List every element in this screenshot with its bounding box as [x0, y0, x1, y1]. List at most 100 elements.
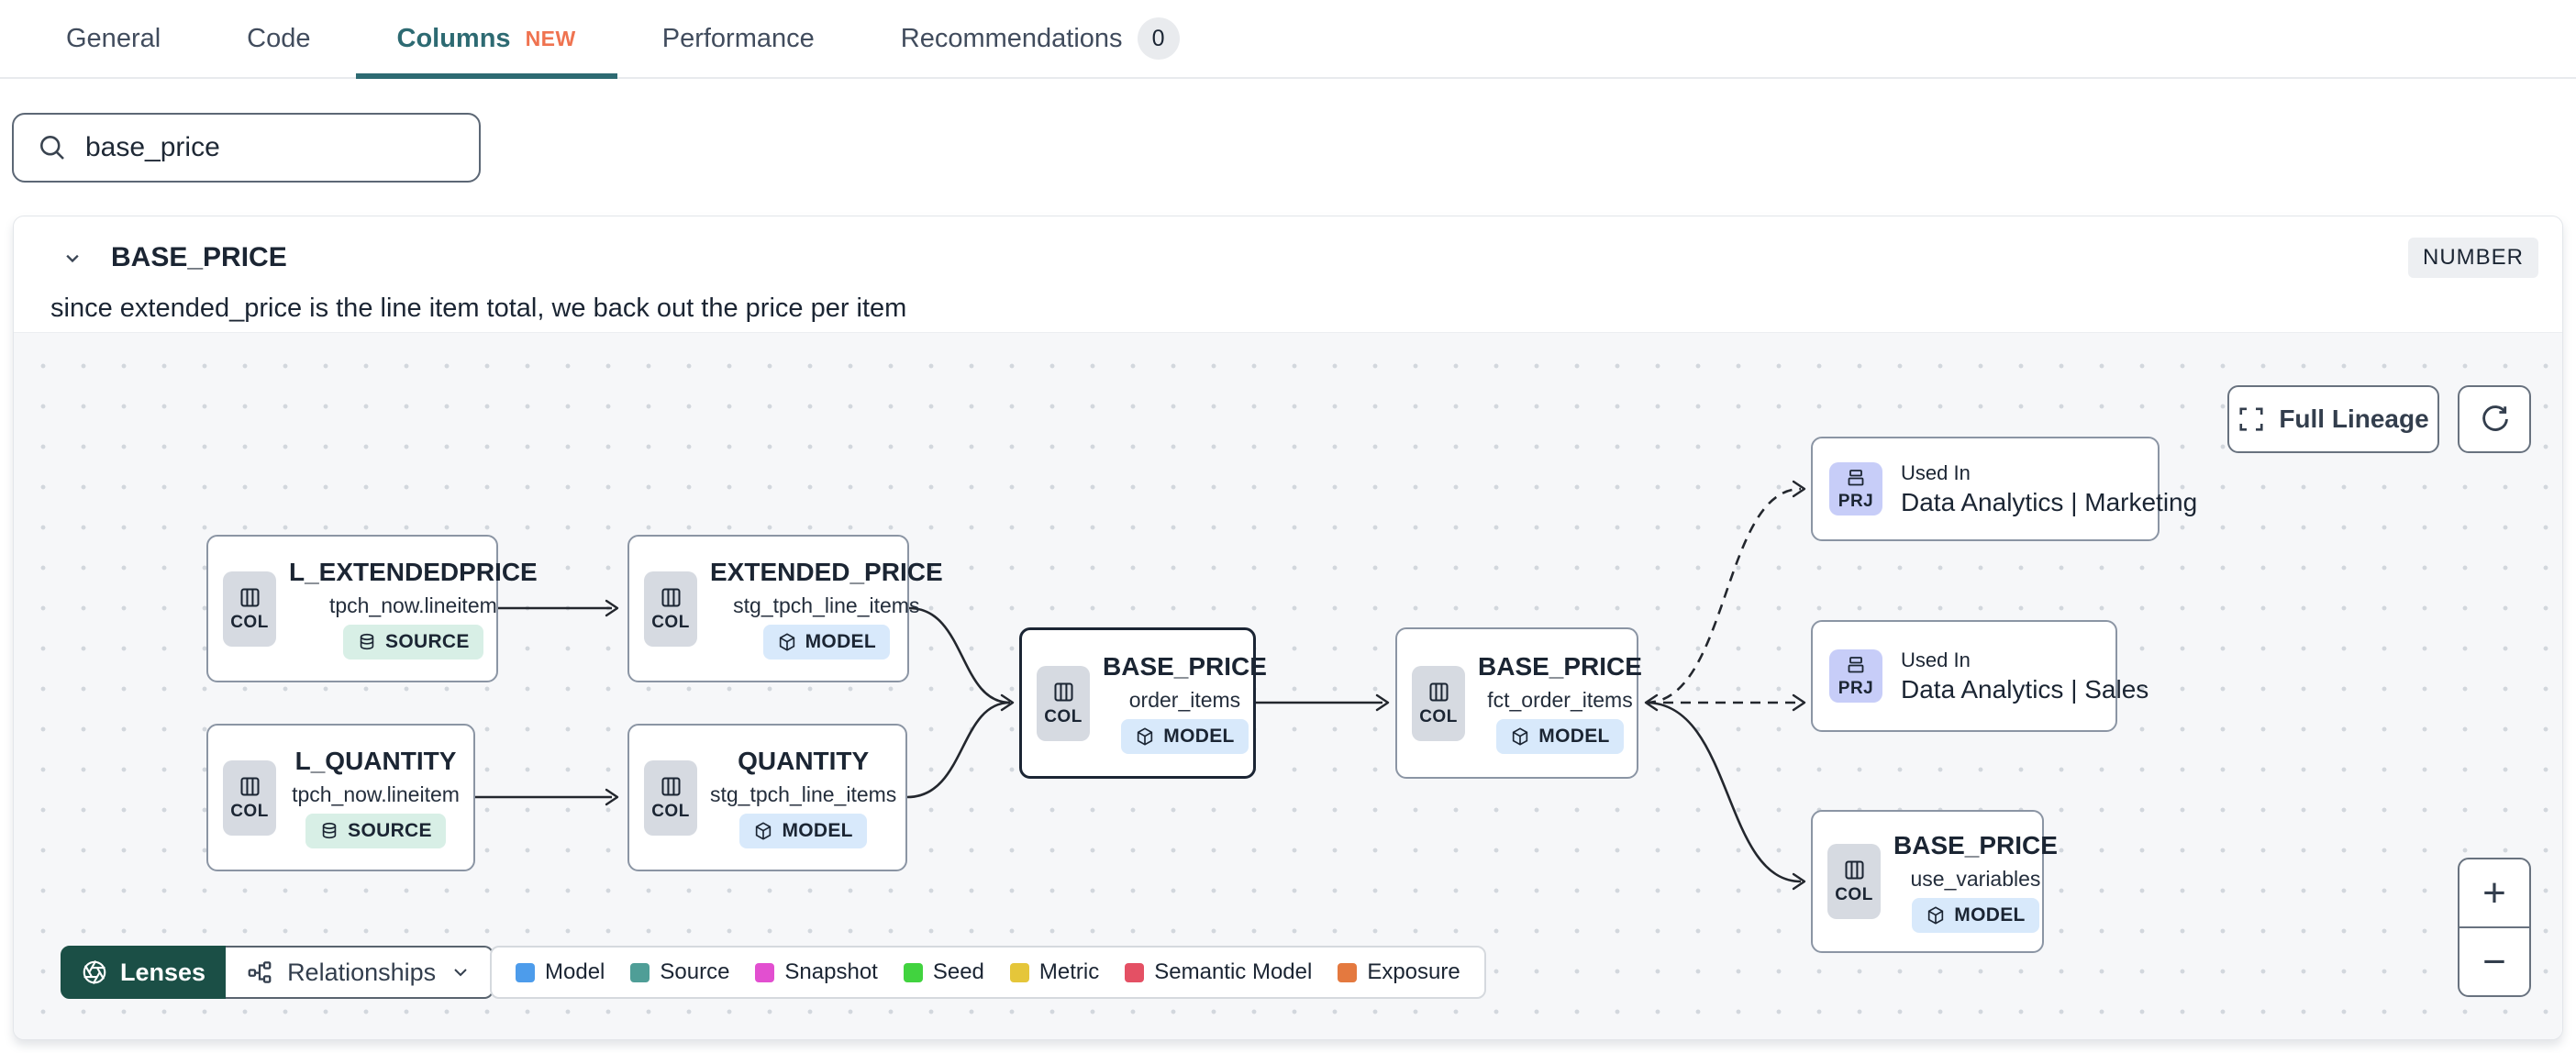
kind-label: COL [651, 801, 690, 821]
node-title: BASE_PRICE [1103, 652, 1267, 681]
column-description: since extended_price is the line item to… [50, 294, 907, 323]
tab-bar: General Code Columns NEW Performance Rec… [0, 0, 2576, 79]
badge-label: MODEL [1538, 726, 1610, 747]
lineage-canvas[interactable] [14, 332, 2562, 1039]
legend-item-source: Source [630, 959, 729, 985]
refresh-button[interactable] [2458, 385, 2531, 453]
node-subtitle: use_variables [1910, 866, 2041, 891]
kind-label: COL [1044, 706, 1083, 726]
resource-badge: MODEL [1121, 719, 1249, 754]
recommendations-count-badge: 0 [1137, 17, 1180, 60]
relationships-dropdown[interactable]: Relationships [226, 946, 494, 999]
node-subtitle: stg_tpch_line_items [710, 782, 897, 806]
tab-recommendations[interactable]: Recommendations 0 [860, 0, 1221, 77]
project-kind-box: PRJ [1829, 462, 1882, 515]
columns-icon [1844, 860, 1864, 880]
lenses-button[interactable]: Lenses [61, 946, 227, 999]
project-kind-box: PRJ [1829, 649, 1882, 703]
node-subtitle: tpch_now.lineitem [292, 782, 460, 806]
resource-legend: Model Source Snapshot Seed Metric Semant… [490, 946, 1486, 999]
column-kind-box: COL [1037, 665, 1090, 741]
tab-label: Performance [661, 23, 815, 53]
legend-item-snapshot: Snapshot [755, 959, 878, 985]
legend-item-semantic-model: Semantic Model [1125, 959, 1312, 985]
legend-label: Semantic Model [1154, 959, 1313, 984]
node-subtitle: stg_tpch_line_items [733, 593, 920, 617]
lenses-toolbar: Lenses Relationships [61, 946, 494, 999]
kind-label: PRJ [1838, 491, 1874, 511]
full-lineage-button[interactable]: Full Lineage [2227, 385, 2439, 453]
legend-label: Source [660, 959, 730, 984]
relationships-label: Relationships [287, 958, 437, 986]
columns-icon [239, 776, 260, 796]
legend-label: Seed [932, 959, 984, 984]
zoom-out-button[interactable]: − [2459, 926, 2529, 995]
lineage-node-quantity[interactable]: COL QUANTITY stg_tpch_line_items MODEL [627, 724, 907, 871]
cube-icon [779, 633, 794, 651]
column-card-header: BASE_PRICE NUMBER [14, 237, 2562, 279]
columns-icon [1053, 682, 1073, 702]
database-icon [360, 633, 374, 650]
columns-icon [661, 587, 681, 607]
legend-item-metric: Metric [1009, 959, 1100, 985]
resource-badge: SOURCE [305, 814, 446, 848]
search-input[interactable] [85, 115, 479, 181]
node-subtitle: order_items [1128, 688, 1241, 712]
column-search [12, 113, 481, 183]
kind-label: COL [230, 801, 269, 821]
resource-badge: MODEL [762, 625, 890, 660]
lineage-node-base-price-order-items[interactable]: COL BASE_PRICE order_items MODEL [1019, 627, 1267, 779]
legend-swatch [903, 962, 923, 982]
column-kind-box: COL [644, 759, 697, 836]
node-subtitle: fct_order_items [1487, 688, 1633, 712]
tab-code[interactable]: Code [205, 0, 351, 77]
lineage-node-l-extendedprice[interactable]: COL L_EXTENDEDPRICE tpch_now.lineitem SO… [206, 535, 538, 682]
column-kind-box: COL [223, 759, 276, 836]
legend-swatch [630, 962, 650, 982]
cube-icon [1138, 727, 1153, 746]
cube-icon [756, 822, 772, 840]
resource-badge: MODEL [1496, 719, 1624, 754]
node-title: BASE_PRICE [1478, 652, 1642, 681]
expand-icon [2239, 407, 2263, 431]
kind-label: COL [651, 612, 690, 632]
new-badge: NEW [525, 26, 576, 50]
tab-label: General [66, 23, 161, 53]
lineage-node-extended-price[interactable]: COL EXTENDED_PRICE stg_tpch_line_items M… [627, 535, 943, 682]
badge-label: MODEL [1163, 726, 1235, 747]
zoom-in-button[interactable]: + [2482, 870, 2506, 915]
tab-label: Columns [396, 23, 511, 53]
lineage-node-used-in-sales[interactable]: PRJ Used In Data Analytics | Sales [1811, 620, 2149, 732]
tab-label: Code [247, 23, 311, 53]
lineage-node-used-in-marketing[interactable]: PRJ Used In Data Analytics | Marketing [1811, 437, 2197, 541]
kind-label: COL [1835, 885, 1873, 904]
tab-general[interactable]: General [25, 0, 202, 77]
column-kind-box: COL [1827, 844, 1881, 919]
kind-label: PRJ [1838, 678, 1874, 698]
lineage-node-base-price-fct-order-items[interactable]: COL BASE_PRICE fct_order_items MODEL [1395, 627, 1642, 779]
chevron-down-icon[interactable] [60, 245, 85, 271]
legend-label: Metric [1038, 959, 1100, 984]
legend-label: Snapshot [784, 959, 878, 984]
chevron-down-icon [454, 969, 467, 977]
badge-label: SOURCE [348, 820, 432, 841]
lineage-node-l-quantity[interactable]: COL L_QUANTITY tpch_now.lineitem SOURCE [206, 724, 475, 871]
legend-item-exposure: Exposure [1338, 959, 1460, 985]
column-type-badge: NUMBER [2407, 238, 2538, 278]
columns-icon [1428, 682, 1449, 702]
columns-icon [661, 776, 681, 796]
legend-swatch [755, 962, 775, 982]
lineage-node-base-price-use-variables[interactable]: COL BASE_PRICE use_variables MODEL [1811, 810, 2058, 953]
badge-label: MODEL [782, 820, 853, 841]
node-subtitle: tpch_now.lineitem [328, 593, 497, 617]
node-title: L_QUANTITY [294, 747, 457, 775]
node-title: L_EXTENDEDPRICE [289, 558, 538, 586]
tab-columns[interactable]: Columns NEW [355, 0, 617, 79]
badge-label: MODEL [1954, 903, 2026, 926]
legend-label: Exposure [1367, 959, 1460, 984]
resource-badge: MODEL [1912, 897, 2039, 933]
legend-swatch [1125, 962, 1145, 982]
tab-performance[interactable]: Performance [621, 0, 856, 77]
node-title: Data Analytics | Marketing [1901, 487, 2198, 516]
